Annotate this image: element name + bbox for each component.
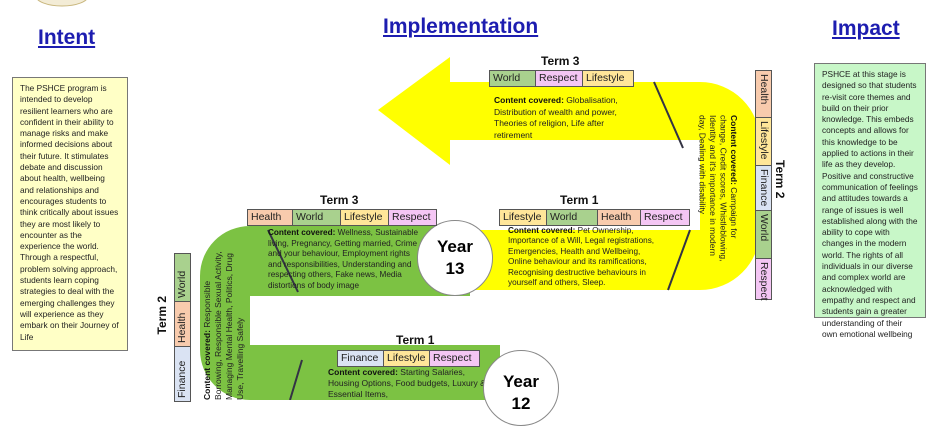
y12-term1-title: Term 1 [396,333,435,347]
tag-respect: Respect [536,71,583,86]
implementation-heading: Implementation [383,15,539,38]
tag-lifestyle: Lifestyle [756,118,771,166]
tag-lifestyle: Lifestyle [500,210,547,225]
tag-finance: Finance [175,346,190,401]
y12-term1-tags: Finance Lifestyle Respect [337,350,480,367]
tag-health: Health [756,71,771,118]
y12-term2-content: Content covered: Responsible Borrowing, … [202,240,246,400]
impact-heading: Impact [832,17,900,40]
y12-term1-content: Content covered: Starting Salaries, Hous… [328,367,488,400]
tag-world: World [490,71,536,86]
tag-lifestyle: Lifestyle [341,210,389,225]
y13-term1-tags: Lifestyle World Health Respect [499,209,690,226]
term-dividers [267,81,691,400]
tag-health: Health [598,210,641,225]
tag-finance: Finance [338,351,384,366]
tag-respect: Respect [641,210,689,225]
tag-finance: Finance [756,166,771,211]
content-label: Content covered: [268,228,336,237]
tag-health: Health [175,301,190,346]
year-number: 12 [511,394,531,413]
tag-respect: Respect [430,351,479,366]
y13-term1-content: Content covered: Pet Ownership, Importan… [508,226,658,288]
content-text: Campaign for change, Credit scores, Whis… [697,115,740,262]
y12-term3-tags: Health World Lifestyle Respect [247,209,437,226]
tag-world: World [756,211,771,259]
content-label: Content covered: [508,226,576,235]
y12-term3-content: Content covered: Wellness, Sustainable l… [268,228,418,292]
year13-circle: Year 13 [417,220,493,296]
tag-lifestyle: Lifestyle [583,71,633,86]
year-label: Year [503,372,539,391]
tag-respect: Respect [756,259,771,301]
y12-term2-title: Term 2 [155,296,169,335]
content-text: Wellness, Sustainable living, Pregnancy,… [268,228,419,290]
year12-circle: Year 12 [483,350,559,426]
y13-term2-content: Content covered: Campaign for change, Cr… [697,115,740,265]
tag-respect: Respect [389,210,436,225]
y12-term3-title: Term 3 [320,193,359,207]
y12-term2-tags: Finance Health World [174,253,191,402]
y13-term3-tags: World Respect Lifestyle [489,70,634,87]
tag-world: World [547,210,598,225]
y13-term3-title: Term 3 [541,54,580,68]
tag-world: World [293,210,341,225]
content-label: Content covered: [494,95,564,105]
content-label: Content covered: [729,115,739,185]
tag-lifestyle: Lifestyle [384,351,430,366]
year-label: Year [437,237,473,256]
impact-text-box: PSHCE at this stage is designed so that … [814,63,926,339]
tag-health: Health [248,210,293,225]
y13-term3-content: Content covered: Globalisation, Distribu… [494,95,644,141]
year-number: 13 [445,259,465,278]
intent-text-box: The PSHCE program is intended to develop… [12,77,128,351]
y13-term2-tags: Health Lifestyle Finance World Respect [755,70,772,301]
content-label: Content covered: [328,367,398,377]
tag-world: World [175,254,190,301]
content-text: Globalisation, Distribution of wealth an… [494,95,618,140]
journey-path [37,0,760,400]
y13-term1-title: Term 1 [560,193,599,207]
intent-heading: Intent [38,26,96,49]
school-crest-logo [37,0,87,7]
content-text: Starting Salaries, Housing Options, Food… [328,367,486,399]
y13-term2-title: Term 2 [773,160,787,199]
content-text: Pet Ownership, Importance of a Will, Leg… [508,226,655,288]
content-label: Content covered: [202,330,212,400]
